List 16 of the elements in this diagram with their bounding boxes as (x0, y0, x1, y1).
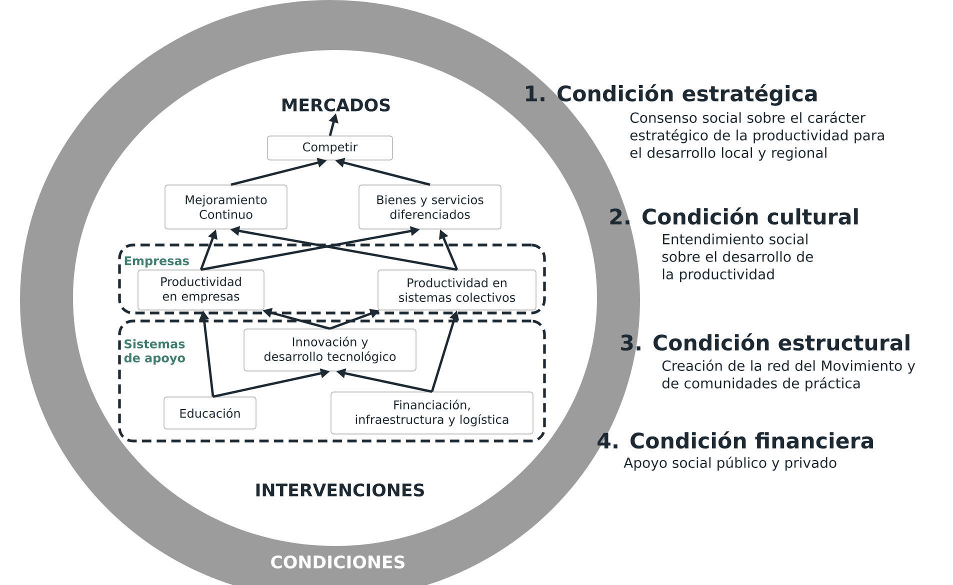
process-box: Competir (267, 136, 393, 160)
process-box: Bienes y servicios diferenciados (358, 184, 502, 230)
condition-description: Entendimiento social sobre el desarrollo de la productividad (662, 234, 813, 282)
process-box: Financiación, infraestructura y logística (330, 392, 534, 434)
condition-description: Apoyo social público y privado (624, 456, 836, 471)
heading: INTERVENCIONES (256, 483, 424, 497)
process-box: Productividad en empresas (138, 270, 264, 310)
process-box: Educación (164, 396, 256, 430)
condition-description: Creación de la red del Movimiento y de comunidades de práctica (662, 360, 916, 392)
condition-heading: 1. Condición estratégica (526, 84, 817, 106)
heading: MERCADOS (282, 98, 390, 112)
process-box: Productividad en sistemas colectivos (378, 270, 536, 310)
process-box: Innovación y desarrollo tecnológico (244, 328, 416, 372)
process-box: Mejoramiento Continuo (164, 184, 288, 230)
condition-heading: 4. Condición financiera (598, 431, 874, 449)
condition-description: Consenso social sobre el carácter estratégico de la productividad para el desarrollo local y regional (630, 112, 884, 161)
